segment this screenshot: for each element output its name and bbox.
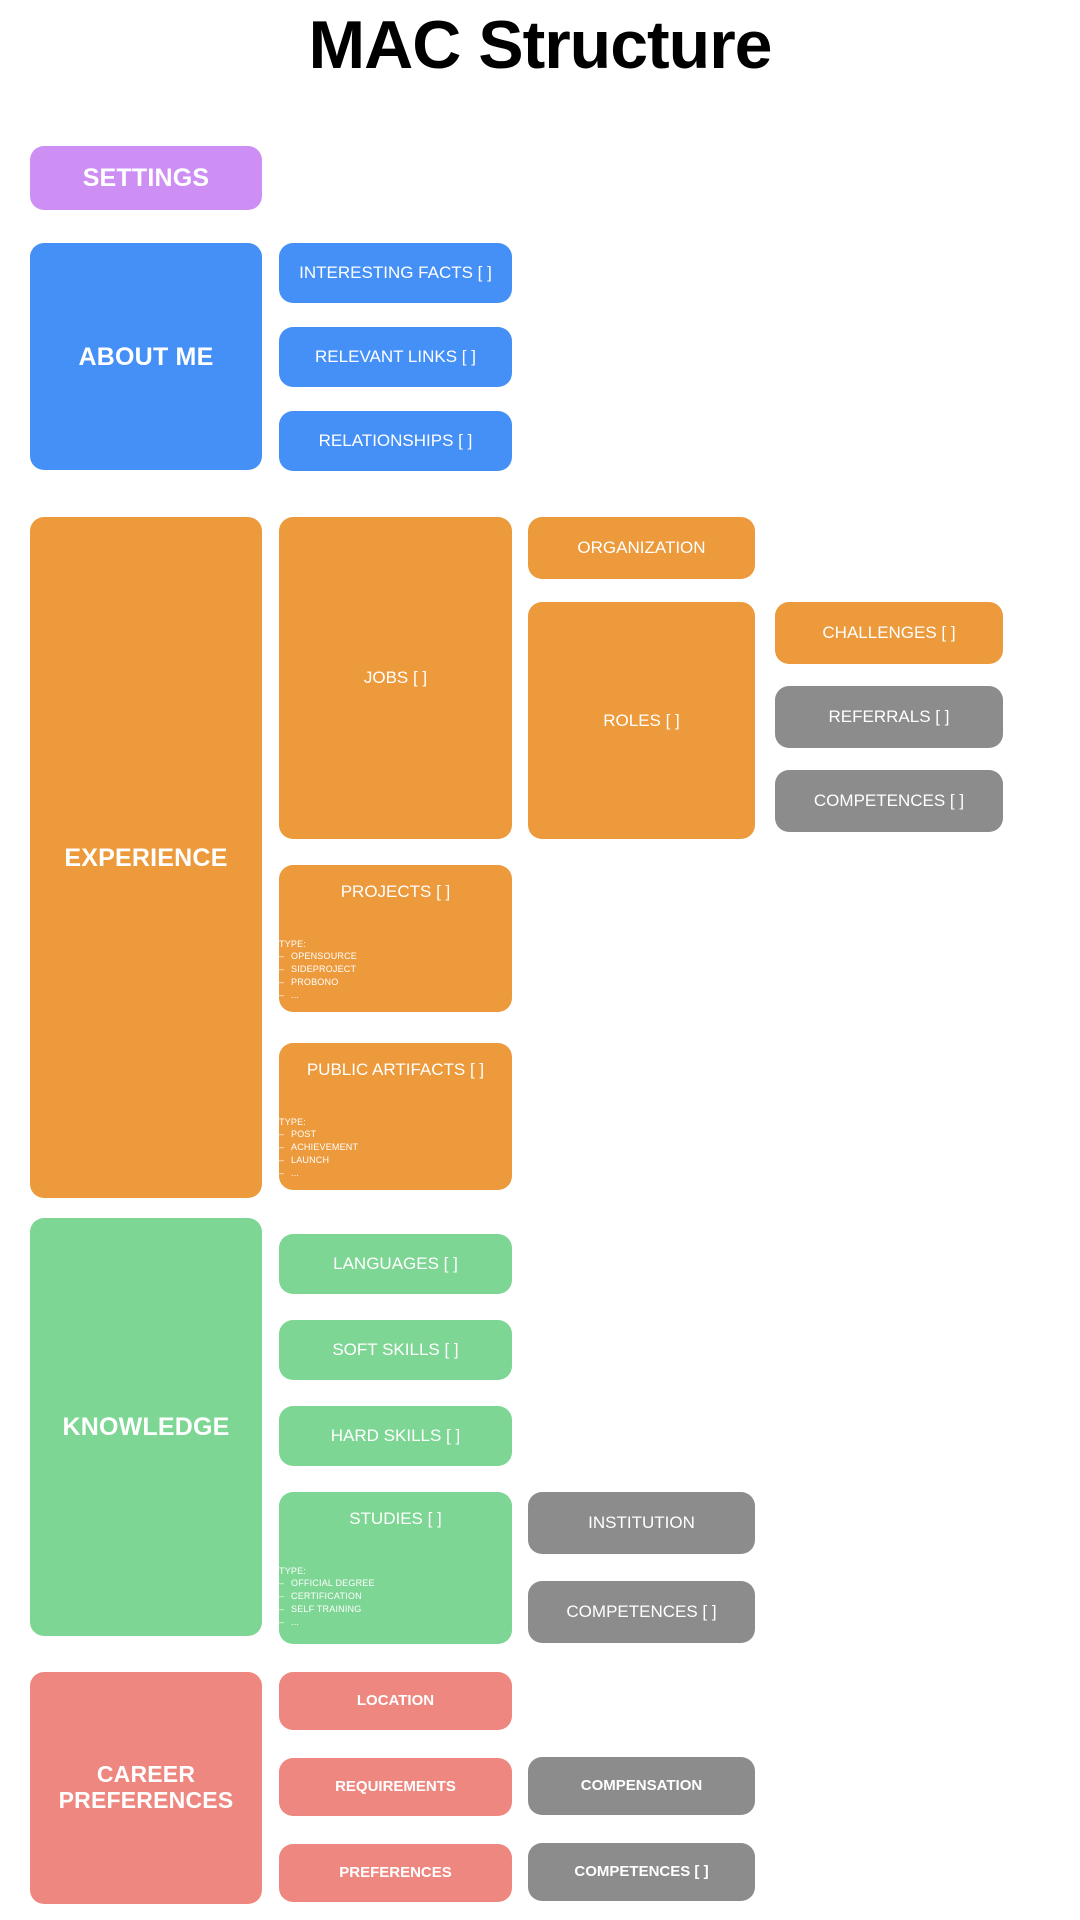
page-title: MAC Structure: [308, 7, 772, 83]
node-settings-label: SETTINGS: [82, 164, 210, 192]
node-jobs[interactable]: JOBS [ ]: [279, 517, 512, 839]
node-jobs-label: JOBS [ ]: [363, 668, 428, 688]
node-hard-skills[interactable]: HARD SKILLS [ ]: [279, 1406, 512, 1466]
node-location[interactable]: LOCATION: [279, 1672, 512, 1730]
type-item: –OFFICIAL DEGREE: [279, 1578, 375, 1589]
node-career-preferences[interactable]: CAREER PREFERENCES: [30, 1672, 262, 1904]
node-projects[interactable]: PROJECTS [ ] TYPE: –OPENSOURCE –SIDEPROJ…: [279, 865, 512, 1012]
node-location-label: LOCATION: [356, 1691, 435, 1709]
node-soft-skills[interactable]: SOFT SKILLS [ ]: [279, 1320, 512, 1380]
node-experience-label: EXPERIENCE: [64, 843, 228, 872]
node-public-artifacts[interactable]: PUBLIC ARTIFACTS [ ] TYPE: –POST –ACHIEV…: [279, 1043, 512, 1190]
node-interesting-facts[interactable]: INTERESTING FACTS [ ]: [279, 243, 512, 303]
node-relevant-links-label: RELEVANT LINKS [ ]: [315, 347, 476, 367]
type-item: –...: [279, 1616, 300, 1627]
type-item: –CERTIFICATION: [279, 1591, 362, 1602]
type-head: TYPE:: [279, 1565, 307, 1576]
node-knowledge-competences-label: COMPETENCES [ ]: [566, 1602, 717, 1622]
node-roles-label: ROLES [ ]: [603, 710, 680, 730]
node-interesting-facts-label: INTERESTING FACTS [ ]: [299, 263, 492, 283]
type-item: –...: [279, 1167, 300, 1178]
node-organization-label: ORGANIZATION: [577, 538, 706, 558]
node-compensation[interactable]: COMPENSATION: [528, 1757, 755, 1815]
node-institution[interactable]: INSTITUTION: [528, 1492, 755, 1554]
type-item: –SELF TRAINING: [279, 1603, 362, 1614]
node-settings[interactable]: SETTINGS: [30, 146, 262, 210]
node-hard-skills-label: HARD SKILLS [ ]: [330, 1426, 461, 1446]
node-relevant-links[interactable]: RELEVANT LINKS [ ]: [279, 327, 512, 387]
career-preferences-line2: PREFERENCES: [58, 1787, 234, 1813]
node-challenges[interactable]: CHALLENGES [ ]: [775, 602, 1003, 664]
node-roles[interactable]: ROLES [ ]: [528, 602, 755, 839]
node-challenges-label: CHALLENGES [ ]: [822, 623, 956, 643]
node-compensation-label: COMPENSATION: [580, 1776, 703, 1794]
type-item: –...: [279, 989, 300, 1000]
node-experience-referrals-label: REFERRALS [ ]: [828, 707, 950, 727]
node-experience-referrals[interactable]: REFERRALS [ ]: [775, 686, 1003, 748]
node-preferences-label: PREFERENCES: [339, 1863, 452, 1881]
node-projects-label: PROJECTS [ ]: [340, 882, 451, 901]
node-preferences[interactable]: PREFERENCES: [279, 1844, 512, 1902]
node-studies-type-list: TYPE: –OFFICIAL DEGREE –CERTIFICATION –S…: [279, 1552, 512, 1629]
node-relationships[interactable]: RELATIONSHIPS [ ]: [279, 411, 512, 471]
node-organization[interactable]: ORGANIZATION: [528, 517, 755, 579]
career-preferences-line1: CAREER: [96, 1761, 196, 1788]
node-public-artifacts-type-list: TYPE: –POST –ACHIEVEMENT –LAUNCH –...: [279, 1103, 512, 1180]
node-about-me-label: ABOUT ME: [78, 342, 214, 371]
type-item: –PROBONO: [279, 976, 339, 987]
node-about-me[interactable]: ABOUT ME: [30, 243, 262, 470]
type-head: TYPE:: [279, 938, 307, 949]
node-career-competences[interactable]: COMPETENCES [ ]: [528, 1843, 755, 1901]
type-item: –LAUNCH: [279, 1154, 330, 1165]
node-knowledge[interactable]: KNOWLEDGE: [30, 1218, 262, 1636]
node-projects-type-list: TYPE: –OPENSOURCE –SIDEPROJECT –PROBONO …: [279, 925, 512, 1002]
node-requirements-label: REQUIREMENTS: [335, 1777, 456, 1795]
node-experience-competences[interactable]: COMPETENCES [ ]: [775, 770, 1003, 832]
node-institution-label: INSTITUTION: [588, 1513, 695, 1533]
node-relationships-label: RELATIONSHIPS [ ]: [318, 431, 473, 451]
node-career-preferences-label: CAREER PREFERENCES: [30, 1761, 262, 1814]
type-item: –OPENSOURCE: [279, 951, 358, 962]
node-soft-skills-label: SOFT SKILLS [ ]: [332, 1340, 459, 1360]
node-languages[interactable]: LANGUAGES [ ]: [279, 1234, 512, 1294]
type-item: –POST: [279, 1129, 317, 1140]
node-studies[interactable]: STUDIES [ ] TYPE: –OFFICIAL DEGREE –CERT…: [279, 1492, 512, 1644]
node-public-artifacts-label: PUBLIC ARTIFACTS [ ]: [306, 1060, 485, 1079]
node-knowledge-label: KNOWLEDGE: [62, 1413, 230, 1441]
type-head: TYPE:: [279, 1116, 307, 1127]
type-item: –ACHIEVEMENT: [279, 1142, 359, 1153]
node-experience[interactable]: EXPERIENCE: [30, 517, 262, 1198]
node-experience-competences-label: COMPETENCES [ ]: [813, 791, 965, 811]
node-requirements[interactable]: REQUIREMENTS: [279, 1758, 512, 1816]
node-knowledge-competences[interactable]: COMPETENCES [ ]: [528, 1581, 755, 1643]
node-career-competences-label: COMPETENCES [ ]: [574, 1862, 709, 1880]
node-studies-label: STUDIES [ ]: [349, 1509, 442, 1528]
type-item: –SIDEPROJECT: [279, 964, 357, 975]
node-languages-label: LANGUAGES [ ]: [333, 1254, 458, 1274]
